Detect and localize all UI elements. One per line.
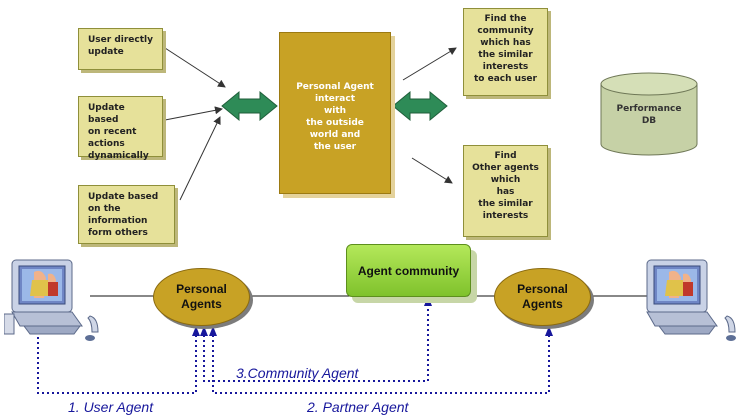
community-agent-label: 3.Community Agent (236, 365, 359, 381)
output-box-line: Other agents (472, 163, 539, 173)
output-box-line: has (496, 187, 515, 197)
partner-agent-label: 2. Partner Agent (307, 399, 409, 415)
dotted-user-agent (37, 330, 197, 394)
output-box-line: the similar (478, 50, 533, 60)
computer-user-left-icon (4, 259, 99, 341)
double-arrow-right (392, 90, 448, 122)
input-box-line: Update based (88, 192, 159, 202)
output-box-line: to each user (474, 74, 537, 84)
center-box-line: Personal Agent (296, 82, 374, 92)
arrow-input-1 (164, 47, 226, 88)
arrow-output-2 (411, 157, 453, 184)
personal-agent-center-box: Personal Agent interact with the outside… (279, 32, 391, 194)
center-box-line: world and (309, 130, 361, 140)
agent-community-box: Agent community (346, 244, 471, 297)
database-label: Performance DB (601, 103, 697, 127)
center-box-line: the outside (306, 118, 364, 128)
computer-user-right-icon (646, 259, 736, 341)
arrow-input-2 (164, 106, 223, 121)
output-box-line: interests (482, 62, 529, 72)
output-box-line: interests (482, 211, 529, 221)
dotted-partner-agent (212, 330, 550, 394)
output-box-line: Find the (484, 14, 527, 24)
output-box-line: which (490, 175, 521, 185)
database-label-line: DB (641, 116, 657, 126)
agent-label-line: Personal (176, 282, 227, 296)
output-box-line: community (477, 26, 534, 36)
personal-agents-right: Personal Agents (494, 268, 591, 326)
database-cylinder (600, 72, 698, 156)
input-box-line: on recent (88, 127, 137, 137)
output-box-line: the similar (478, 199, 533, 209)
input-box-line: actions (88, 139, 125, 149)
input-box-line: form others (88, 228, 148, 238)
center-box-line: interact (314, 94, 356, 104)
output-box-find-agents: Find Other agents which has the similar … (463, 145, 548, 237)
input-box-user-update: User directly update (78, 28, 163, 70)
double-arrow-left (221, 90, 278, 122)
input-box-line: dynamically (88, 151, 149, 161)
center-box-line: the user (313, 142, 357, 152)
input-box-line: update (88, 47, 124, 57)
agent-label-line: Agents (522, 297, 563, 311)
center-box-line: with (323, 106, 347, 116)
input-box-line: information (88, 216, 148, 226)
arrow-input-3 (179, 116, 221, 201)
output-box-line: which has (480, 38, 531, 48)
output-box-find-community: Find the community which has the similar… (463, 8, 548, 96)
input-box-line: Update based (88, 103, 125, 125)
input-box-line: on the (88, 204, 121, 214)
arrow-output-1 (402, 47, 457, 81)
agent-label-line: Agents (181, 297, 222, 311)
input-box-recent-actions: Update based on recent actions dynamical… (78, 96, 163, 161)
dotted-community-agent (203, 300, 429, 382)
user-agent-label: 1. User Agent (68, 399, 154, 415)
input-box-info-others: Update based on the information form oth… (78, 185, 175, 244)
personal-agents-left: Personal Agents (153, 268, 250, 326)
output-box-line: Find (494, 151, 517, 161)
database-label-line: Performance (616, 104, 682, 114)
agent-label-line: Personal (517, 282, 568, 296)
input-box-line: User directly (88, 35, 153, 45)
